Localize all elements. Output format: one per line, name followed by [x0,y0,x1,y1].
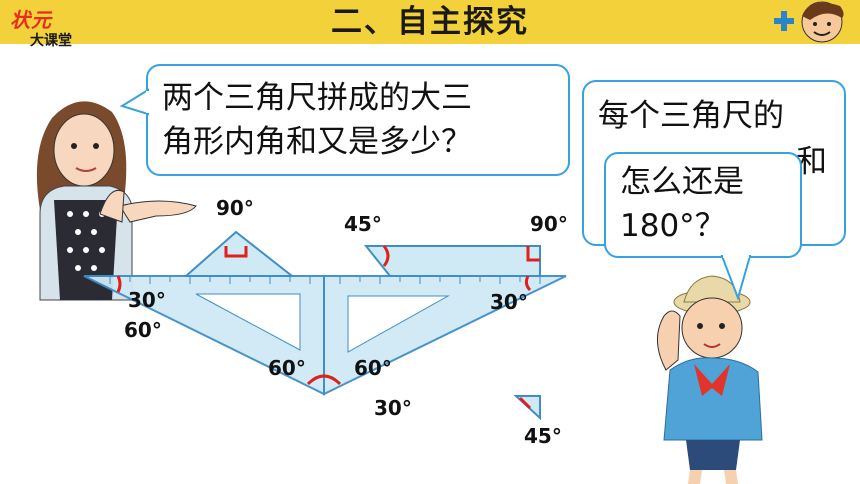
triangle-ruler-left [83,275,325,396]
angle-label-30-right: 30° [490,290,528,314]
plus-icon [774,11,794,31]
triangle-ruler-right [323,275,567,396]
angle-label-60-center-left: 60° [268,356,306,380]
logo-top-text: 状元 [10,8,52,32]
angle-label-90-top-right: 90° [530,212,568,236]
triangle-ruler-small-left [183,230,295,277]
boy-back-bubble-line1: 每个三角尺的 [598,98,784,134]
angle-label-90-top-left: 90° [216,196,254,220]
boy-front-bubble-line1: 怎么还是 [620,164,744,200]
angle-label-30-bottom: 30° [374,396,412,420]
ruler-ticks [109,276,541,284]
cartoon-kid-icon [801,1,844,43]
girl-bubble-line2: 角形内角和又是多少？ [162,124,472,160]
girl-bubble-tail [120,88,150,116]
boy-bubble-tail [720,254,752,300]
header-bar [0,0,860,44]
girl-figure [36,101,197,301]
logo-bottom-text: 大课堂 [30,33,72,49]
angle-label-45-top: 45° [344,212,382,236]
angle-label-60-center-right: 60° [354,356,392,380]
boy-speech-bubble-front: 怎么还是 180°？ [604,152,802,258]
brand-logo: 状元 大课堂 [4,2,96,50]
angle-label-60-left: 60° [124,318,162,342]
boy-figure [657,275,763,484]
girl-speech-bubble: 两个三角尺拼成的大三 角形内角和又是多少？ [146,64,570,176]
page-title: 二、自主探究 [331,4,529,40]
girl-bubble-line1: 两个三角尺拼成的大三 [162,80,472,116]
boy-front-bubble-line2: 180°？ [620,208,726,244]
angle-label-30-left: 30° [128,288,166,312]
triangle-ruler-small-right [363,245,541,277]
angle-marks [116,245,540,410]
angle-label-45-bottom: 45° [524,424,562,448]
